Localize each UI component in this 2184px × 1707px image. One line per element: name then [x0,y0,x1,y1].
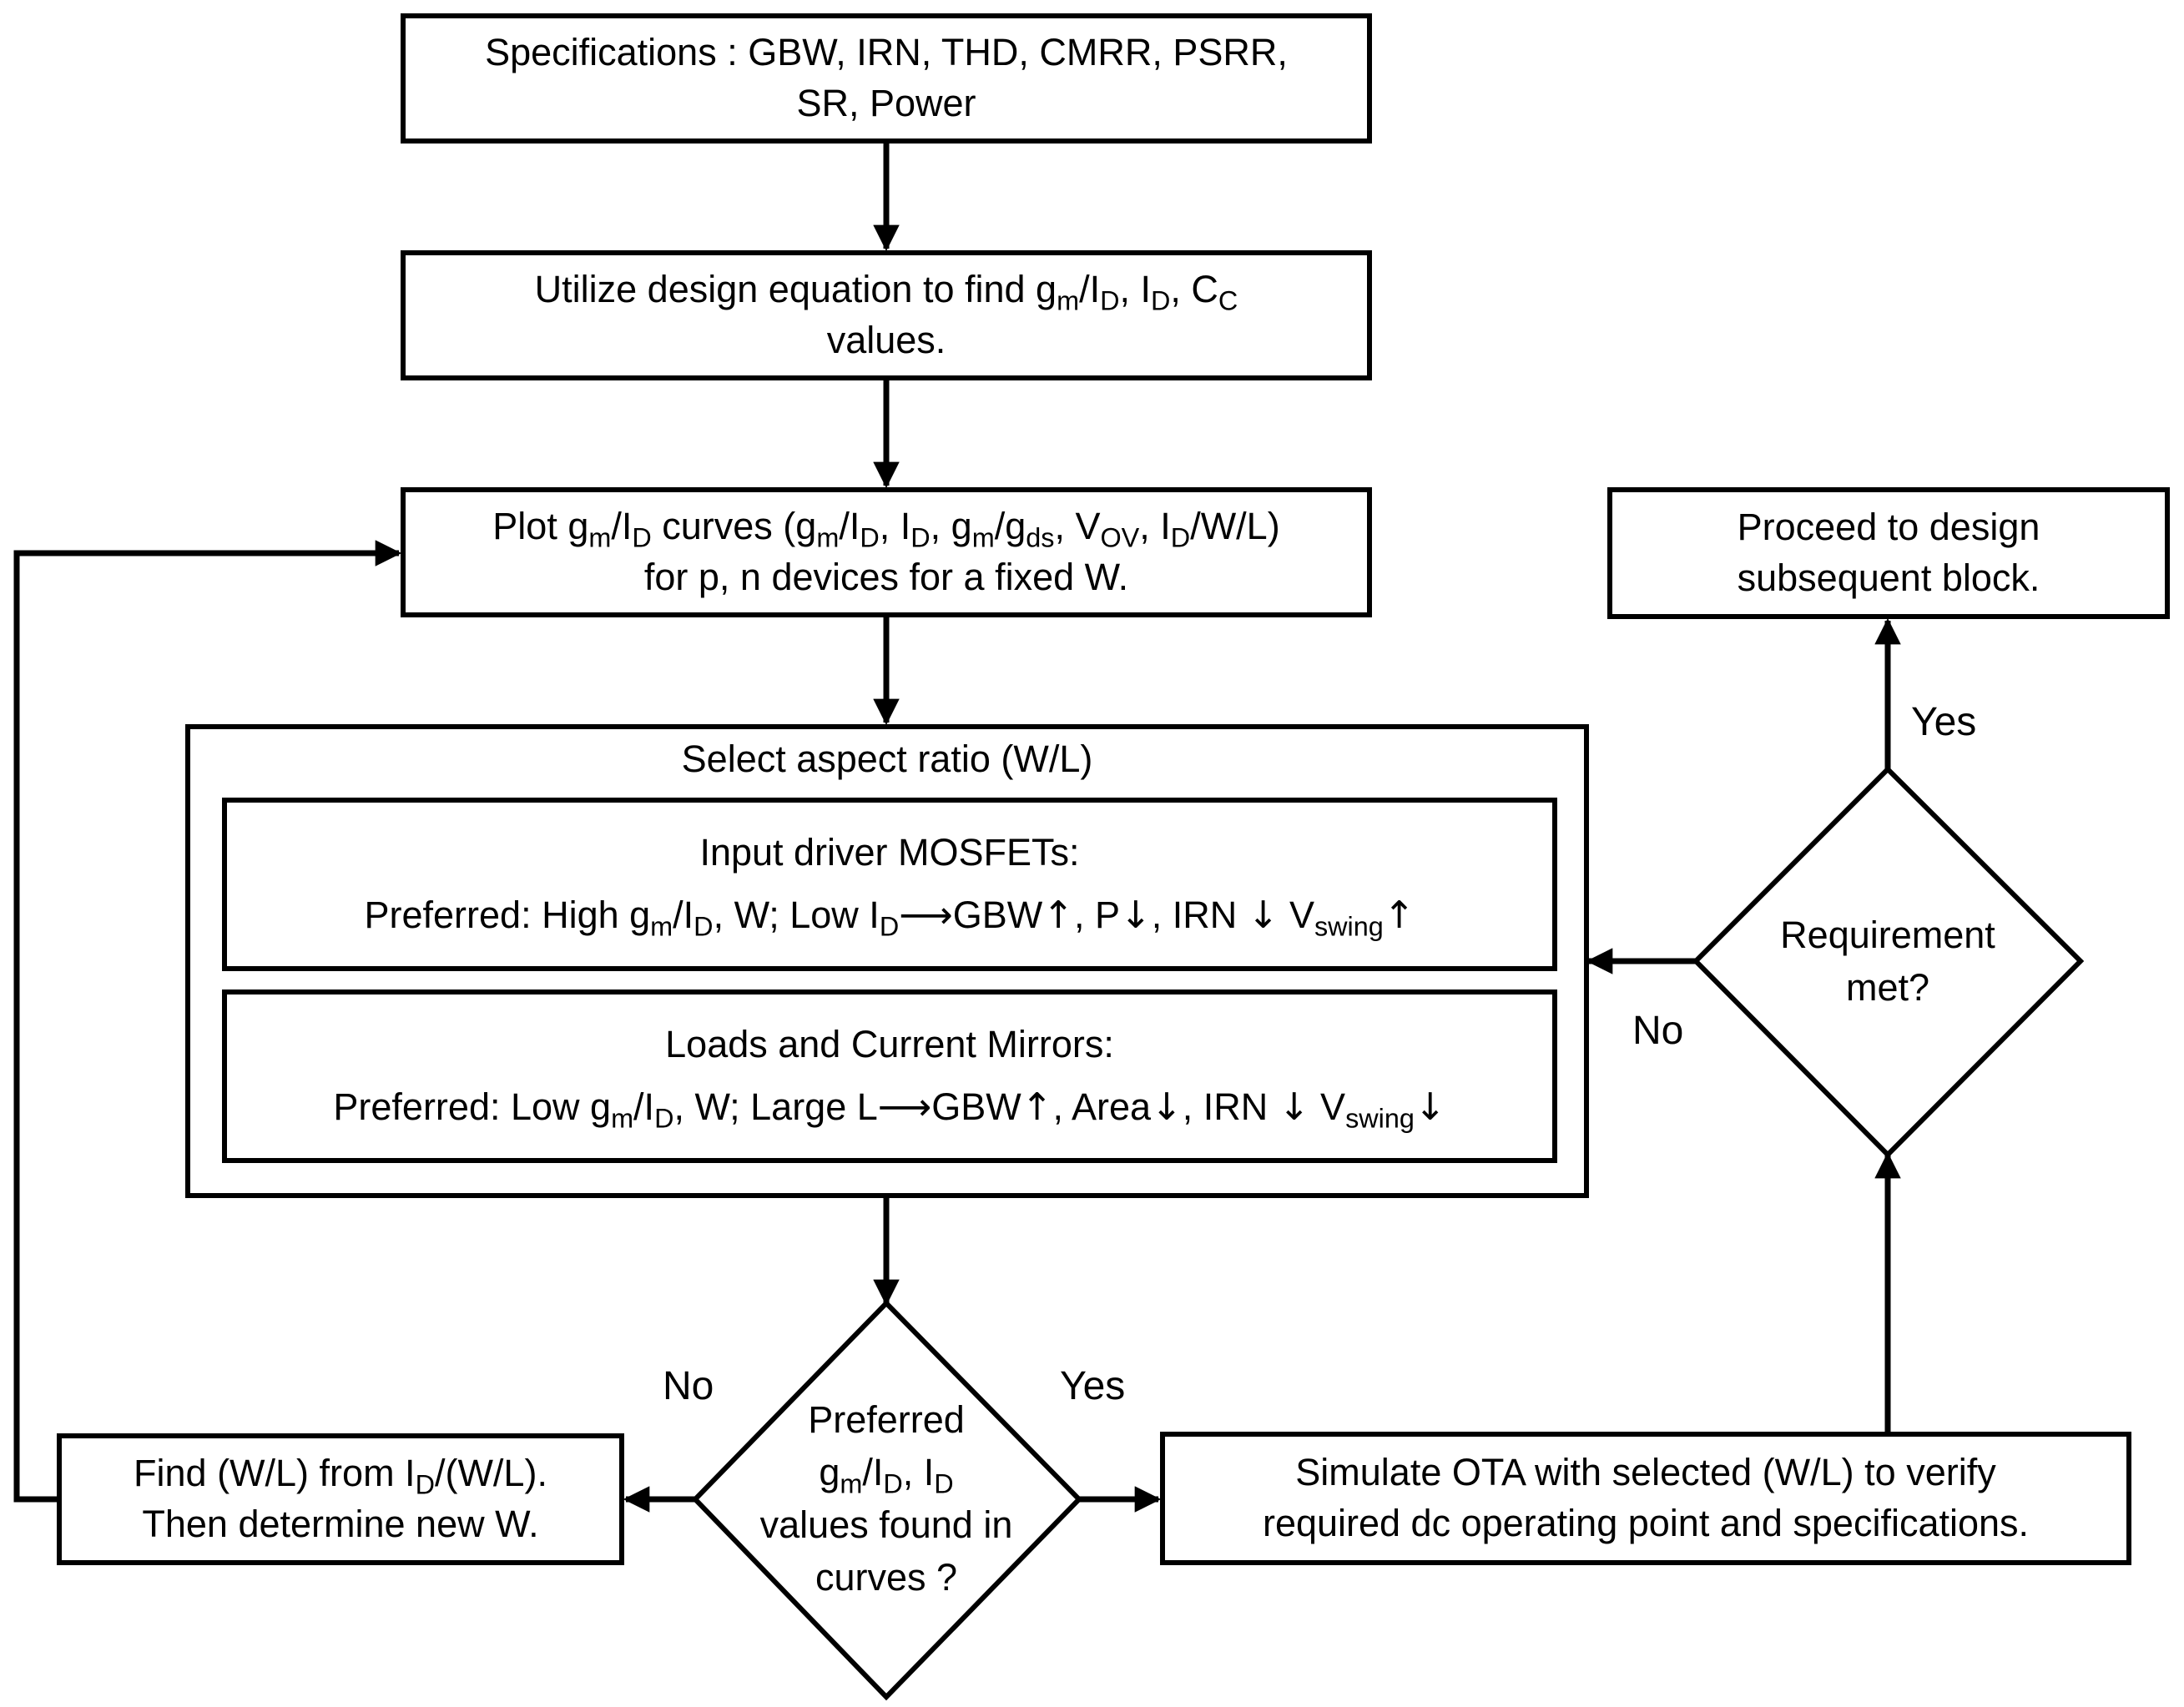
decision-requirement-line-2: met? [1845,966,1930,1009]
loads-mirrors-preferred: Preferred: Low gm/ID, W; Large L⟶GBW↑, A… [333,1085,1446,1134]
edge-label-no-requirement: No [1632,1009,1684,1053]
proceed-box: Proceed to design subsequent block. [1607,487,2170,619]
decision-values-line-2: gm/ID, ID [819,1451,954,1499]
plot-line-1: Plot gm/ID curves (gm/ID, ID, gm/gds, VO… [492,505,1280,553]
decision-values-line-3: values found in [759,1503,1013,1546]
plot-line-2: for p, n devices for a fixed W. [643,556,1129,598]
input-driver-title: Input driver MOSFETs: [699,831,1080,874]
edge-label-yes-right: Yes [1060,1364,1126,1408]
proceed-line-2: subsequent block. [1737,556,2040,599]
loads-mirrors-box: Loads and Current Mirrors: Preferred: Lo… [222,989,1557,1163]
decision-requirement-text: Requirement met? [1738,903,2038,1020]
input-driver-box: Input driver MOSFETs: Preferred: High gm… [222,798,1557,971]
decision-requirement-line-1: Requirement [1780,914,1995,956]
loads-mirrors-title: Loads and Current Mirrors: [665,1023,1114,1066]
arrow-loop-back [13,540,402,1503]
decision-values-line-1: Preferred [808,1398,965,1441]
simulate-line-1: Simulate OTA with selected (W/L) to veri… [1295,1451,1996,1494]
find-wl-box: Find (W/L) from ID/(W/L). Then determine… [57,1433,624,1565]
specifications-box: Specifications : GBW, IRN, THD, CMRR, PS… [401,13,1372,144]
edge-label-no-left: No [663,1364,714,1408]
simulate-ota-box: Simulate OTA with selected (W/L) to veri… [1160,1432,2131,1565]
select-title: Select aspect ratio (W/L) [681,738,1093,780]
find-wl-line-1: Find (W/L) from ID/(W/L). [134,1452,547,1500]
specs-line-2: SR, Power [796,82,976,124]
decision-diamond-requirement [1692,765,2085,1159]
plot-curves-box: Plot gm/ID curves (gm/ID, ID, gm/gds, VO… [401,487,1372,617]
design-eq-line-1: Utilize design equation to find gm/ID, I… [534,268,1238,316]
proceed-line-1: Proceed to design [1737,506,2040,549]
design-equation-box: Utilize design equation to find gm/ID, I… [401,250,1372,380]
edge-label-yes-requirement: Yes [1911,700,1977,744]
design-eq-line-2: values. [826,319,946,361]
find-wl-line-2: Then determine new W. [142,1503,539,1545]
input-driver-preferred: Preferred: High gm/ID, W; Low ID⟶GBW↑, P… [364,893,1415,942]
specs-line-1: Specifications : GBW, IRN, THD, CMRR, PS… [485,31,1288,74]
decision-diamond-values [691,1299,1083,1701]
decision-values-line-4: curves ? [815,1556,958,1599]
simulate-line-2: required dc operating point and specific… [1262,1502,2030,1544]
decision-values-text: Preferred gm/ID, ID values found in curv… [719,1385,1053,1612]
